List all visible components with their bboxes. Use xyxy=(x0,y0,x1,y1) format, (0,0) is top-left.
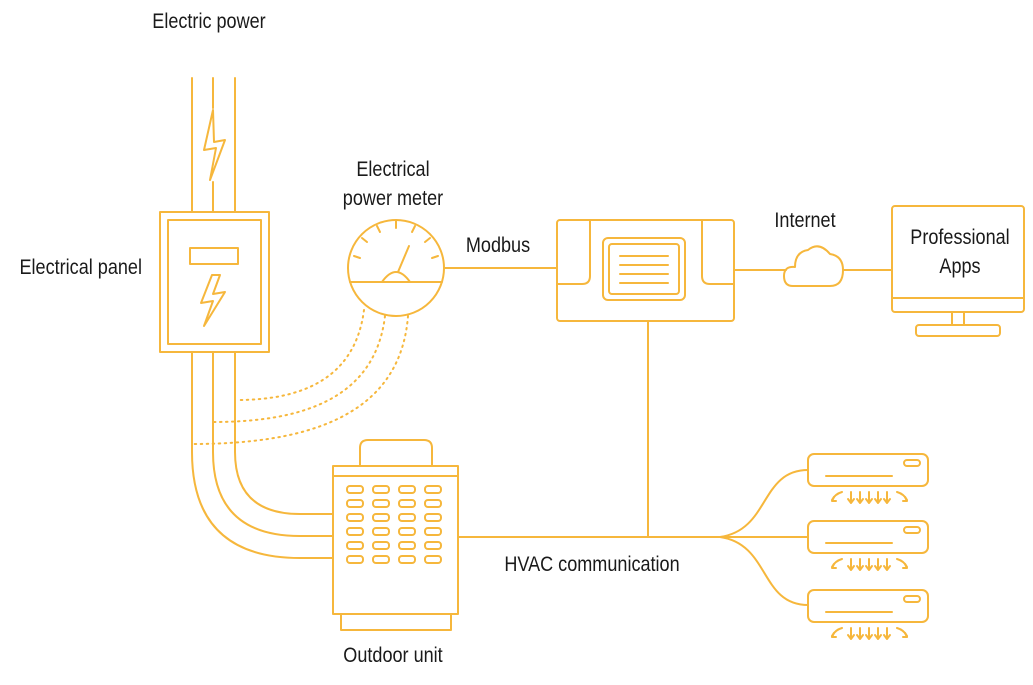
vent-slot xyxy=(398,555,416,564)
vent-slot xyxy=(424,499,442,508)
vent-slot xyxy=(346,541,364,550)
vent-slot xyxy=(424,513,442,522)
label-electric-power: Electric power xyxy=(152,10,266,33)
label-outdoor-unit: Outdoor unit xyxy=(343,644,443,667)
lightning-bolt-icon xyxy=(203,109,226,181)
label-power-meter-line2: power meter xyxy=(342,187,444,210)
label-electrical-panel: Electrical panel xyxy=(19,256,142,279)
label-hvac-communication: HVAC communication xyxy=(504,553,680,576)
indoor-ac-unit-icon xyxy=(807,520,929,571)
label-modbus: Modbus xyxy=(465,234,531,257)
vent-slot xyxy=(346,513,364,522)
label-professional-apps-line2: Apps xyxy=(939,255,981,278)
power-line-icon xyxy=(191,77,236,213)
vent-slot xyxy=(372,513,390,522)
label-power-meter-line1: Electrical xyxy=(356,158,430,181)
power-cables xyxy=(191,351,334,559)
vent-slot xyxy=(424,485,442,494)
label-internet: Internet xyxy=(774,209,836,232)
vent-slot xyxy=(398,485,416,494)
outdoor-unit-vents xyxy=(346,485,442,564)
vent-slot xyxy=(424,527,442,536)
vent-slot xyxy=(372,555,390,564)
meter-sensor-lines xyxy=(191,309,409,445)
vent-slot xyxy=(398,513,416,522)
label-professional-apps-line1: Professional xyxy=(910,226,1010,249)
vent-slot xyxy=(372,499,390,508)
vent-slot xyxy=(424,541,442,550)
vent-slot xyxy=(346,499,364,508)
vent-slot xyxy=(346,555,364,564)
monitor-icon xyxy=(891,205,1025,337)
power-meter-gauge-icon xyxy=(347,219,445,317)
electrical-panel-icon xyxy=(159,211,270,353)
cloud-icon xyxy=(783,245,844,287)
panel-bolt-icon xyxy=(200,274,226,327)
vent-slot xyxy=(424,555,442,564)
vent-slot xyxy=(372,541,390,550)
vent-slot xyxy=(398,541,416,550)
vent-slot xyxy=(346,527,364,536)
indoor-ac-units xyxy=(807,453,929,640)
indoor-ac-unit-icon xyxy=(807,589,929,640)
gateway-device-icon xyxy=(556,219,735,322)
vent-slot xyxy=(372,527,390,536)
indoor-branch-lines xyxy=(719,469,809,606)
vent-slot xyxy=(372,485,390,494)
outdoor-unit-icon xyxy=(332,439,459,631)
indoor-ac-unit-icon xyxy=(807,453,929,504)
vent-slot xyxy=(398,527,416,536)
vent-slot xyxy=(398,499,416,508)
vent-slot xyxy=(346,485,364,494)
